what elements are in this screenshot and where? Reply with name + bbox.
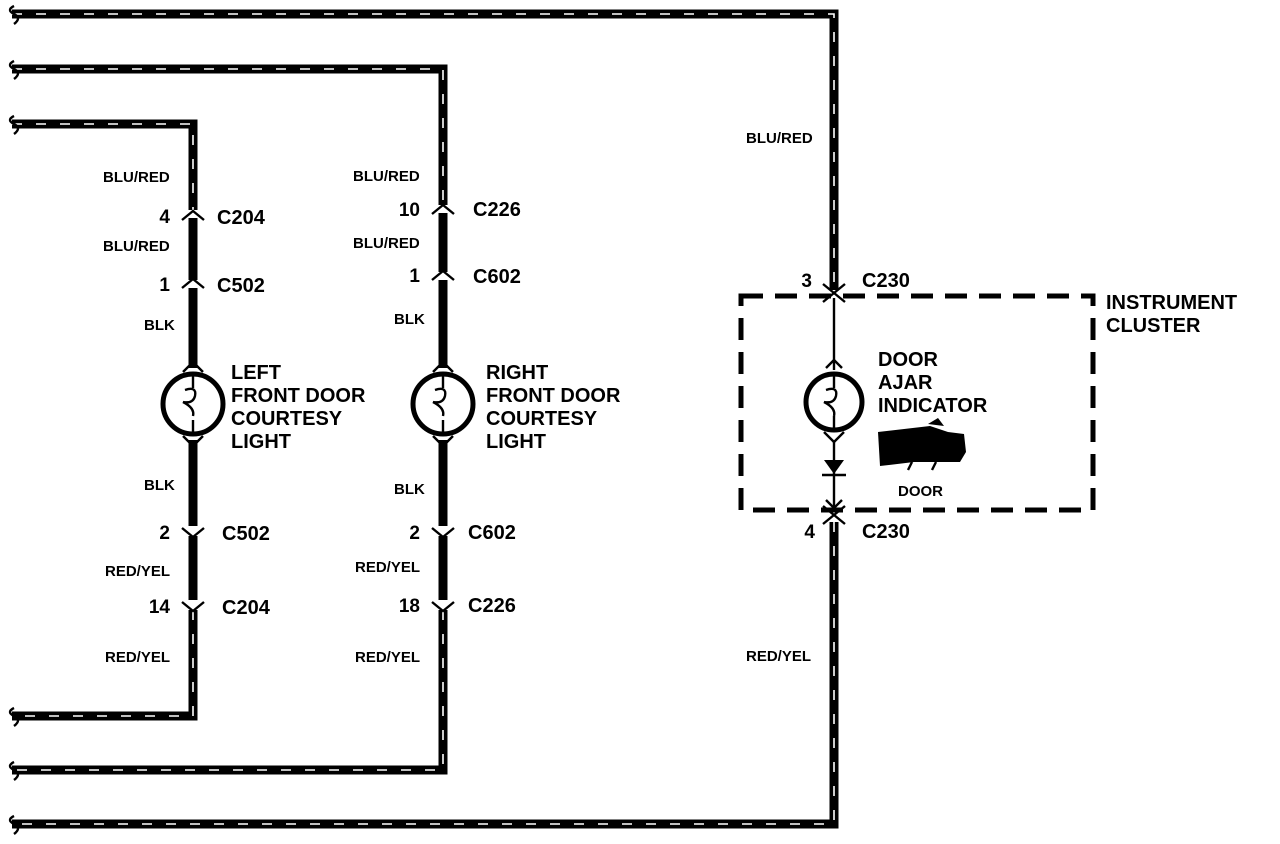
right-light-label: RIGHT bbox=[486, 362, 548, 384]
wire-color-label: RED/YEL bbox=[355, 649, 420, 666]
left-light-label: FRONT DOOR bbox=[231, 385, 366, 407]
wire-color-label: BLK bbox=[144, 317, 175, 334]
wire-color-label: RED/YEL bbox=[355, 559, 420, 576]
door-ajar-indicator-bulb-icon bbox=[803, 298, 865, 508]
left-light-label: LIGHT bbox=[231, 431, 291, 453]
instrument-cluster-box bbox=[738, 293, 1096, 513]
connector-id: C230 bbox=[862, 521, 910, 543]
instrument-cluster-title: INSTRUMENT bbox=[1106, 292, 1237, 314]
pin-number: 4 bbox=[159, 207, 170, 228]
wire-bottom-left-light bbox=[12, 610, 198, 721]
instrument-cluster-title: CLUSTER bbox=[1106, 315, 1201, 337]
wire-color-label: RED/YEL bbox=[105, 649, 170, 666]
wire-color-label: BLK bbox=[144, 477, 175, 494]
pin-number: 14 bbox=[149, 597, 171, 618]
right-light-label: FRONT DOOR bbox=[486, 385, 621, 407]
pin-number: 1 bbox=[159, 275, 170, 296]
pin-number: 3 bbox=[801, 271, 812, 292]
door-ajar-indicator-label: INDICATOR bbox=[878, 395, 988, 417]
connector-id: C602 bbox=[468, 522, 516, 544]
connector-id: C226 bbox=[473, 199, 521, 221]
door-ajar-indicator-label: DOOR bbox=[878, 349, 939, 371]
connector-id: C226 bbox=[468, 595, 516, 617]
wire-color-label: BLU/RED bbox=[353, 168, 420, 185]
connector-id: C602 bbox=[473, 266, 521, 288]
connector-id: C204 bbox=[222, 597, 271, 619]
connector-id: C502 bbox=[217, 275, 265, 297]
wire-color-label: RED/YEL bbox=[105, 563, 170, 580]
wire-top-cluster bbox=[12, 9, 839, 290]
pin-number: 18 bbox=[399, 596, 420, 617]
pin-number: 1 bbox=[409, 266, 420, 287]
diode-icon bbox=[822, 460, 846, 510]
pin-number: 10 bbox=[399, 200, 420, 221]
door-symbol-label: DOOR bbox=[898, 483, 943, 500]
left-light-label: LEFT bbox=[231, 362, 281, 384]
wire-color-label: BLU/RED bbox=[746, 130, 813, 147]
connector-id: C502 bbox=[222, 523, 270, 545]
pin-number: 2 bbox=[159, 523, 170, 544]
connector-id: C204 bbox=[217, 207, 266, 229]
wire-top-left-light bbox=[12, 119, 198, 210]
left-courtesy-light-bulb-icon bbox=[160, 360, 226, 448]
door-symbol-icon bbox=[878, 418, 966, 471]
door-ajar-indicator-label: AJAR bbox=[878, 372, 933, 394]
pin-number: 2 bbox=[409, 523, 420, 544]
wire-bottom-right-light bbox=[12, 610, 448, 775]
pin-number: 4 bbox=[804, 522, 815, 543]
connector-id: C230 bbox=[862, 270, 910, 292]
wire-color-label: RED/YEL bbox=[746, 648, 811, 665]
wire-color-label: BLU/RED bbox=[103, 238, 170, 255]
right-light-label: COURTESY bbox=[486, 408, 598, 430]
wire-end-marks bbox=[8, 4, 20, 835]
wire-color-label: BLU/RED bbox=[103, 169, 170, 186]
right-light-label: LIGHT bbox=[486, 431, 546, 453]
wire-top-right-light bbox=[12, 64, 448, 205]
wire-color-label: BLU/RED bbox=[353, 235, 420, 252]
wire-bottom-cluster bbox=[12, 522, 839, 829]
wire-color-label: BLK bbox=[394, 311, 425, 328]
left-light-label: COURTESY bbox=[231, 408, 343, 430]
wire-color-label: BLK bbox=[394, 481, 425, 498]
right-courtesy-light-bulb-icon bbox=[410, 360, 476, 448]
